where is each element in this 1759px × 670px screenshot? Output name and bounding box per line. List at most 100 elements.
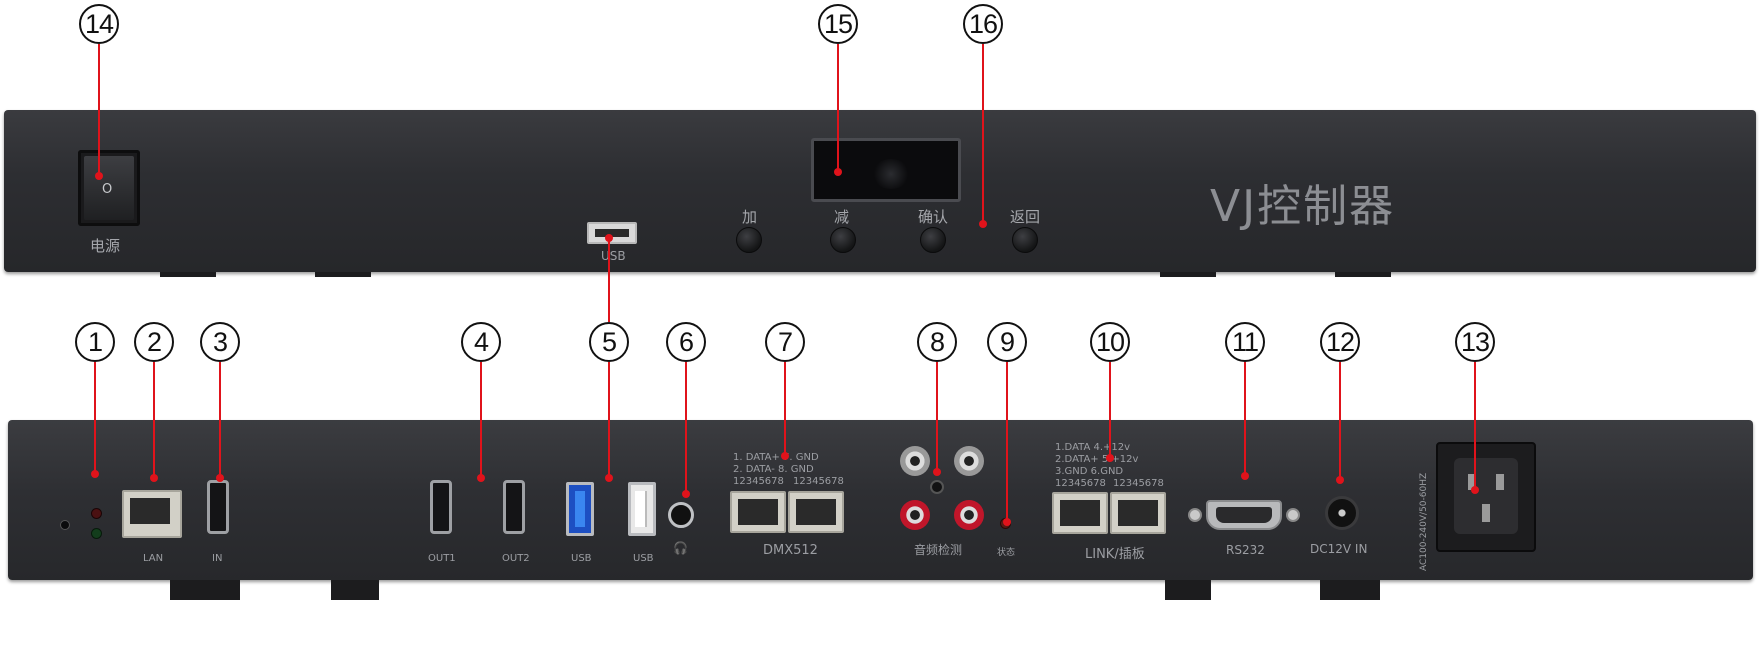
dmx-port-2[interactable] xyxy=(788,491,844,533)
leader-dot-15 xyxy=(834,168,842,176)
dc-power-jack[interactable] xyxy=(1325,496,1359,530)
callout-8: 8 xyxy=(917,322,957,362)
leader-8 xyxy=(936,362,938,472)
callout-4: 4 xyxy=(461,322,501,362)
link-pins-a: 12345678 xyxy=(1055,478,1106,489)
callout-10: 10 xyxy=(1090,322,1130,362)
leader-dot-7 xyxy=(781,452,789,460)
rca-white-right[interactable] xyxy=(954,446,984,476)
leader-15 xyxy=(837,44,839,172)
power-led xyxy=(91,508,102,519)
leader-dot-13 xyxy=(1471,486,1479,494)
rca-white-left[interactable] xyxy=(900,446,930,476)
dmx-label: DMX512 xyxy=(763,543,818,558)
callout-3: 3 xyxy=(200,322,240,362)
dmx-pin-line2: 2. DATA- 8. GND xyxy=(733,464,814,475)
leader-dot-9 xyxy=(1003,518,1011,526)
status-label: 状态 xyxy=(997,548,1016,558)
front-foot-left-1 xyxy=(160,272,216,277)
link-pin-line3: 3.GND 6.GND xyxy=(1055,466,1124,477)
leader-9 xyxy=(1006,362,1008,522)
back-button[interactable] xyxy=(1012,227,1038,253)
dmx-pins-b: 12345678 xyxy=(793,476,844,487)
plus-button-label: 加 xyxy=(742,208,758,226)
leader-16 xyxy=(982,44,984,224)
leader-dot-8 xyxy=(933,468,941,476)
link-port-1[interactable] xyxy=(1052,492,1108,534)
front-foot-right-2 xyxy=(1335,272,1391,277)
audio-detect-label: 音频检测 xyxy=(914,543,963,557)
leader-6 xyxy=(685,362,687,494)
leader-10 xyxy=(1109,362,1111,458)
dmx-port-1[interactable] xyxy=(730,491,786,533)
ac-power-inlet[interactable] xyxy=(1436,442,1536,552)
hdmi-out2-port[interactable] xyxy=(503,480,525,534)
leader-dot-4 xyxy=(477,474,485,482)
leader-dot-12 xyxy=(1336,476,1344,484)
leader-13 xyxy=(1474,362,1476,490)
rca-red-right[interactable] xyxy=(954,500,984,530)
callout-7: 7 xyxy=(765,322,805,362)
plus-button[interactable] xyxy=(736,227,762,253)
leader-dot-1 xyxy=(91,470,99,478)
rear-panel: LAN IN OUT1 OUT2 USB USB 🎧 1. DATA+ 7. G… xyxy=(8,420,1753,580)
hdmi-out1-port[interactable] xyxy=(430,480,452,534)
leader-3 xyxy=(219,362,221,478)
reset-hole[interactable] xyxy=(60,520,70,530)
callout-16: 16 xyxy=(963,4,1003,44)
leader-2 xyxy=(153,362,155,478)
link-pin-line1: 1.DATA 4.+12v xyxy=(1055,442,1131,453)
leader-dot-11 xyxy=(1241,472,1249,480)
lan-label: LAN xyxy=(143,553,164,564)
link-label: LINK/插板 xyxy=(1085,547,1145,562)
usb3-label: USB xyxy=(571,553,592,564)
usb3-port[interactable] xyxy=(566,482,594,536)
power-switch[interactable]: O xyxy=(78,150,140,226)
front-usb-port[interactable] xyxy=(587,222,637,244)
out1-label: OUT1 xyxy=(428,553,456,564)
usb2-label: USB xyxy=(633,553,654,564)
hdmi-in-port[interactable] xyxy=(207,480,229,534)
callout-11: 11 xyxy=(1225,322,1265,362)
rear-foot-3 xyxy=(1165,580,1211,600)
front-foot-right-1 xyxy=(1160,272,1216,277)
confirm-button[interactable] xyxy=(920,227,946,253)
front-panel: O 电源 USB 加 减 确认 返回 VJ控制器 xyxy=(4,110,1756,272)
callout-9: 9 xyxy=(987,322,1027,362)
rs232-label: RS232 xyxy=(1226,543,1265,557)
dc-label: DC12V IN xyxy=(1310,542,1368,556)
link-pin-line2: 2.DATA+ 5.+12v xyxy=(1055,454,1139,465)
callout-13: 13 xyxy=(1455,322,1495,362)
callout-2: 2 xyxy=(134,322,174,362)
ac-rating-label: AC100-240V/50-60HZ xyxy=(1419,472,1429,571)
leader-dot-5-down xyxy=(605,474,613,482)
link-port-2[interactable] xyxy=(1110,492,1166,534)
leader-14 xyxy=(98,44,100,176)
front-foot-left-2 xyxy=(315,272,371,277)
rca-red-left[interactable] xyxy=(900,500,930,530)
power-off-mark: O xyxy=(102,182,113,197)
leader-11 xyxy=(1244,362,1246,476)
callout-14: 14 xyxy=(79,4,119,44)
headphone-jack[interactable] xyxy=(668,502,694,528)
dmx-pin-line1: 1. DATA+ 7. GND xyxy=(733,452,819,463)
leader-5-up xyxy=(608,238,610,322)
link-pins-b: 12345678 xyxy=(1113,478,1164,489)
leader-dot-2 xyxy=(150,474,158,482)
callout-6: 6 xyxy=(666,322,706,362)
minus-button[interactable] xyxy=(830,227,856,253)
callout-12: 12 xyxy=(1320,322,1360,362)
audio-mic-hole[interactable] xyxy=(930,480,944,494)
rs232-port[interactable] xyxy=(1188,500,1300,530)
leader-dot-3 xyxy=(216,474,224,482)
power-label: 电源 xyxy=(90,237,121,255)
front-usb-label: USB xyxy=(601,249,626,263)
callout-1: 1 xyxy=(75,322,115,362)
callout-5: 5 xyxy=(589,322,629,362)
confirm-button-label: 确认 xyxy=(918,208,949,226)
dmx-pins-a: 12345678 xyxy=(733,476,784,487)
minus-button-label: 减 xyxy=(834,208,850,226)
callout-15: 15 xyxy=(818,4,858,44)
usb2-port[interactable] xyxy=(628,482,656,536)
lan-port[interactable] xyxy=(122,490,182,538)
